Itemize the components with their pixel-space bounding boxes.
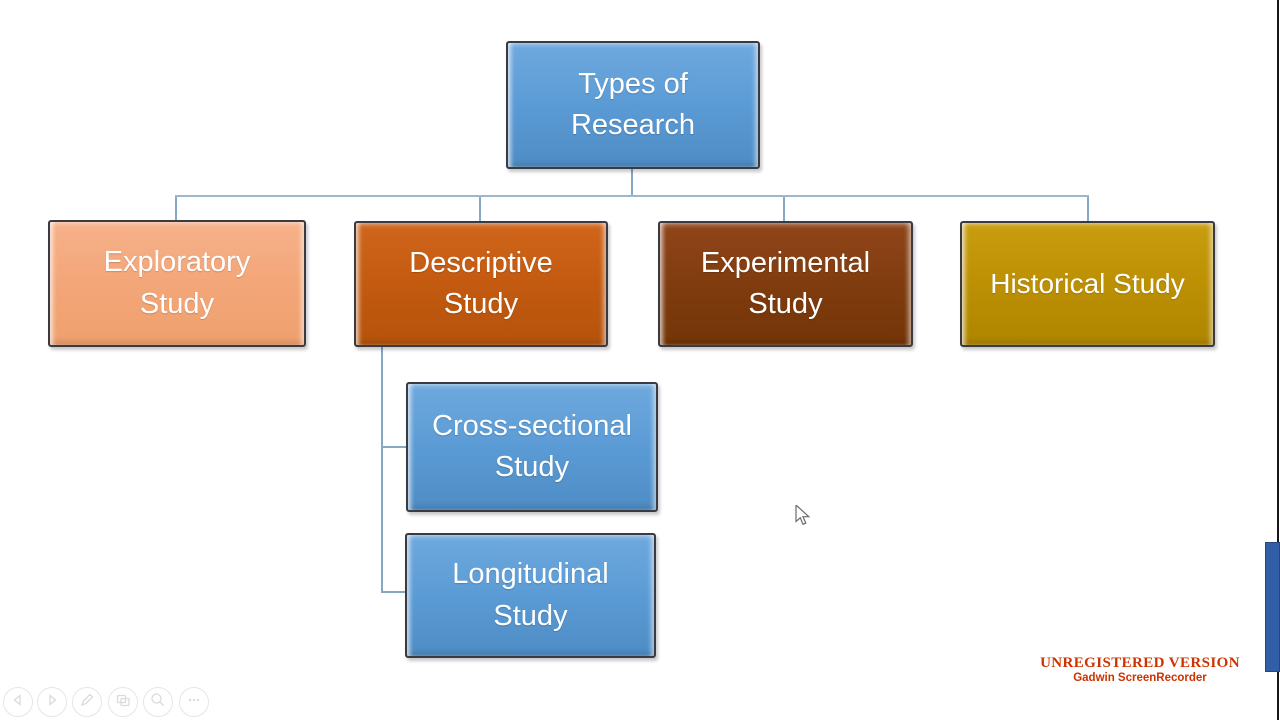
node-exploratory-study: Exploratory Study xyxy=(48,220,306,347)
node-experimental-study: Experimental Study xyxy=(658,221,913,347)
connector-to-experimental xyxy=(783,197,785,221)
node-label: Longitudinal Study xyxy=(452,558,609,632)
node-longitudinal-study: Longitudinal Study xyxy=(405,533,656,658)
node-descriptive-study: Descriptive Study xyxy=(354,221,608,347)
arrow-right-icon xyxy=(43,691,61,714)
connector-root-vertical xyxy=(631,169,633,196)
connector-to-exploratory xyxy=(175,197,177,220)
connector-to-descriptive xyxy=(479,197,481,221)
node-historical-study: Historical Study xyxy=(960,221,1215,347)
pen-tool-button[interactable] xyxy=(72,687,102,717)
magnifier-icon xyxy=(149,691,167,714)
next-slide-button[interactable] xyxy=(37,687,67,717)
node-label: Descriptive Study xyxy=(409,246,553,320)
see-all-slides-button[interactable] xyxy=(108,687,138,717)
node-label: Types of Research xyxy=(570,67,696,141)
zoom-slide-button[interactable] xyxy=(143,687,173,717)
connector-to-historical xyxy=(1087,197,1089,221)
slides-stack-icon xyxy=(114,691,132,714)
node-label: Cross-sectional Study xyxy=(432,409,632,483)
connector-to-cross-sectional xyxy=(381,446,406,448)
more-options-button[interactable] xyxy=(179,687,209,717)
mouse-cursor xyxy=(795,503,811,532)
connector-level1-horizontal xyxy=(175,195,1089,197)
watermark-line2: Gadwin ScreenRecorder xyxy=(1073,672,1207,684)
watermark-line1: UNREGISTERED VERSION xyxy=(1040,655,1240,671)
node-label: Exploratory Study xyxy=(103,246,251,320)
node-label: Historical Study xyxy=(990,268,1185,300)
ellipsis-icon xyxy=(185,691,203,714)
connector-to-longitudinal xyxy=(381,591,405,593)
previous-slide-button[interactable] xyxy=(3,687,33,717)
arrow-left-icon xyxy=(9,691,27,714)
node-label: Experimental Study xyxy=(700,246,871,320)
pen-icon xyxy=(78,691,96,714)
right-edge-line xyxy=(1277,0,1279,720)
screen-recorder-watermark: UNREGISTERED VERSION Gadwin ScreenRecord… xyxy=(1034,655,1246,685)
node-cross-sectional-study: Cross-sectional Study xyxy=(406,382,658,512)
node-types-of-research: Types of Research xyxy=(506,41,760,169)
scrollbar-thumb[interactable] xyxy=(1265,542,1280,672)
connector-descriptive-down xyxy=(381,347,383,593)
